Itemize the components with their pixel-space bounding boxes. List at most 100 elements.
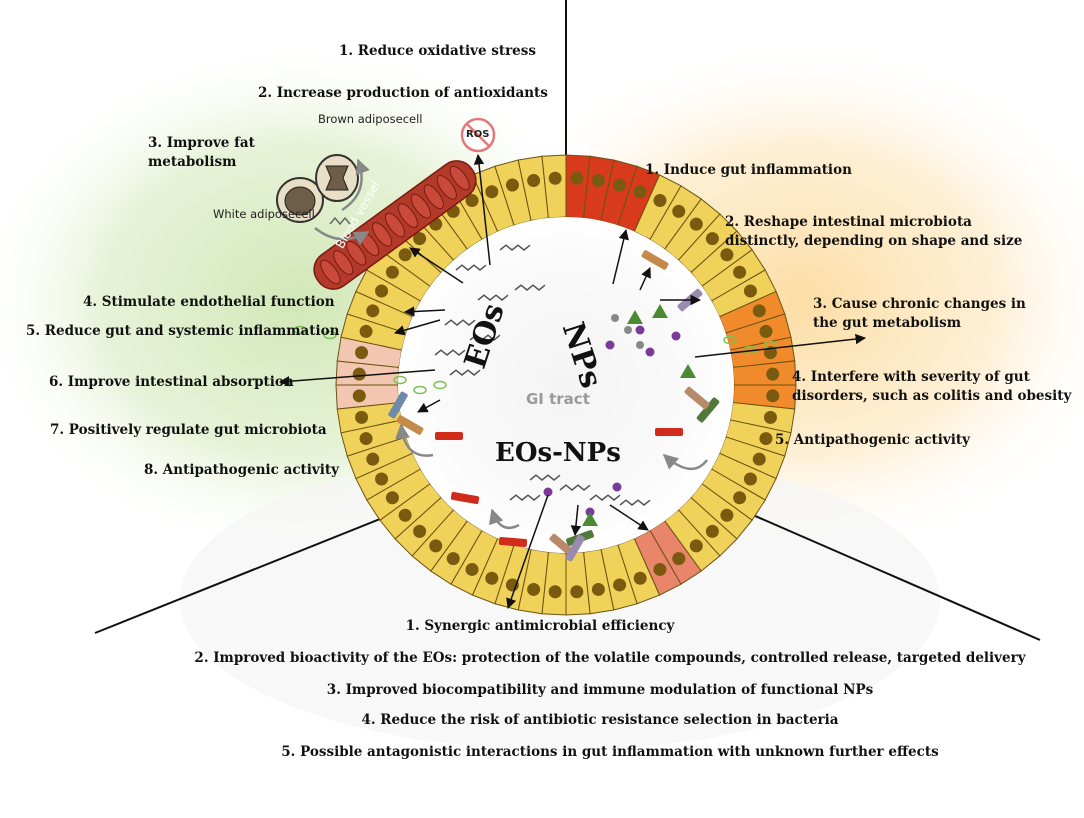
eos-nps-label: EOs-NPs — [495, 438, 621, 468]
red-blood-cell — [320, 259, 341, 285]
blood-vessel — [313, 160, 477, 290]
arrow — [488, 508, 520, 530]
eo-molecule — [477, 294, 509, 301]
bacterium — [549, 533, 575, 557]
arrow — [403, 306, 446, 317]
absorbed-droplet — [393, 375, 407, 385]
eo-molecule — [449, 369, 481, 376]
red-blood-cell — [372, 222, 393, 247]
red-blood-cell — [384, 212, 406, 238]
absorbed-droplet — [433, 380, 447, 390]
nps-effect-5: 5. Antipathogenic activity — [775, 432, 970, 448]
epithelial-cell — [583, 548, 615, 615]
red-blood-cell — [410, 193, 431, 219]
arrow — [409, 247, 464, 284]
fat-metabolism-illustration — [276, 154, 477, 290]
eo-molecule — [619, 499, 651, 506]
nps-effect-3: 3. Cause chronic changes in the gut meta… — [813, 296, 1026, 331]
arrow — [417, 399, 441, 413]
effect-arrows — [278, 153, 867, 609]
eos-effect-8: 8. Antipathogenic activity — [144, 462, 339, 478]
eo-molecule — [499, 244, 531, 251]
arrow — [393, 319, 441, 336]
bacterium — [565, 534, 585, 562]
arrow — [473, 153, 491, 266]
eo-molecule — [514, 284, 546, 291]
eos-effect-4: 4. Stimulate endothelial function — [83, 294, 335, 310]
white-adipose-cell — [276, 177, 324, 223]
divider-lines — [94, 0, 1041, 641]
combo-effect-5: 5. Possible antagonistic interactions in… — [281, 744, 939, 760]
epithelial-cell — [541, 154, 567, 219]
eo-molecule — [589, 494, 621, 501]
bacterium — [450, 491, 480, 505]
absorbed-droplet — [323, 330, 337, 340]
bacterium — [696, 397, 720, 423]
absorbed-droplet — [293, 325, 307, 335]
gi-tract-label: GI tract — [526, 390, 590, 408]
arrow — [694, 333, 867, 358]
nanoparticle-triangle — [652, 304, 668, 318]
combo-effect-1: 1. Synergic antimicrobial efficiency — [405, 618, 675, 634]
bacterium — [435, 432, 463, 440]
combo-effect-4: 4. Reduce the risk of antibiotic resista… — [361, 712, 839, 728]
epithelial-cell — [541, 551, 567, 616]
arrow — [609, 504, 649, 531]
combo-effect-2: 2. Improved bioactivity of the EOs: prot… — [194, 650, 1026, 666]
eos-effect-7: 7. Positively regulate gut microbiota — [50, 422, 327, 438]
arrow — [639, 267, 651, 291]
nanoparticle — [635, 325, 645, 335]
arrow — [278, 369, 436, 387]
arrow — [662, 454, 708, 470]
bacterium — [641, 250, 669, 270]
eo-molecule — [444, 319, 476, 326]
red-blood-cell — [333, 250, 354, 275]
nanoparticle — [645, 347, 655, 357]
nps-effect-1: 1. Induce gut inflammation — [645, 162, 852, 178]
nanoparticle — [605, 340, 615, 350]
nanoparticle-triangle — [627, 310, 643, 324]
arrow — [395, 423, 434, 457]
eo-molecule — [455, 264, 487, 271]
eos-effect-3: 3. Improve fat metabolism — [148, 135, 255, 170]
nanoparticle-triangle — [680, 364, 696, 378]
eos-effect-5: 5. Reduce gut and systemic inflammation — [26, 323, 340, 339]
bacterium — [655, 428, 683, 436]
nanoparticle-grey — [611, 314, 619, 322]
brown-adipose-label: Brown adiposecell — [318, 112, 423, 126]
eo-molecule — [529, 474, 561, 481]
eos-effect-2: 2. Increase production of antioxidants — [258, 85, 548, 101]
nanoparticle — [543, 487, 553, 497]
eos-effect-1: 1. Reduce oxidative stress — [339, 43, 536, 59]
bacterium — [684, 386, 710, 410]
arrow — [506, 494, 549, 609]
ros-label: ROS — [466, 129, 490, 140]
ros-symbol — [460, 117, 496, 153]
arrow — [612, 228, 629, 285]
nanoparticle-grey — [624, 326, 632, 334]
epithelial-cell — [565, 154, 591, 219]
eo-molecule — [509, 494, 541, 501]
particles — [293, 244, 777, 562]
absorbed-droplet — [723, 335, 737, 345]
nps-effect-4: 4. Interfere with severity of gut disord… — [792, 369, 1072, 404]
red-blood-cell — [436, 175, 457, 200]
eo-molecule — [559, 484, 591, 491]
bacterium — [388, 391, 408, 419]
nanoparticle — [671, 331, 681, 341]
gi-lumen — [398, 217, 734, 553]
red-blood-cell — [346, 240, 367, 266]
white-adipose-label: White adiposecell — [213, 207, 315, 221]
nanoparticle-triangle — [582, 512, 598, 526]
nanoparticle-grey — [636, 341, 644, 349]
eo-molecule — [434, 349, 466, 356]
epithelial-ring — [335, 154, 797, 616]
bacterium — [498, 536, 528, 548]
nps-effect-2: 2. Reshape intestinal microbiota distinc… — [725, 214, 1023, 249]
combo-effect-3: 3. Improved biocompatibility and immune … — [326, 682, 874, 698]
absorbed-droplet — [413, 385, 427, 395]
epithelial-cell — [450, 529, 499, 596]
brown-adipose-cell — [315, 154, 359, 202]
